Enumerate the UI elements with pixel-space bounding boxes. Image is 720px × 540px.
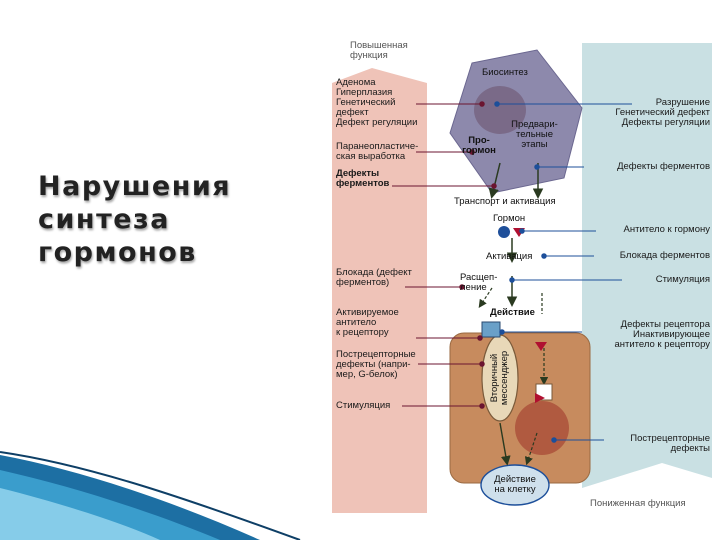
right-label-enzyme-defects: Дефекты ферментов [617,161,710,172]
title-line-2: синтеза [38,204,170,235]
left-label-paraneoplastic: Паранеопластиче- ская выработка [336,141,419,162]
label-action: Действие [490,307,535,318]
label-preliminary-stages: Предвари- тельные этапы [511,119,558,150]
hormone-disorders-figure: Повышенная функция Пониженная функция Би… [332,38,712,513]
inhibitor-marker [535,393,545,403]
right-label-hormone-antibody: Антитело к гормону [623,224,710,235]
left-label-postreceptor: Пострецепторные дефекты (напри- мер, G-б… [336,349,416,380]
right-label-enzyme-blockade: Блокада ферментов [619,250,710,261]
right-label-destruction: Разрушение Генетический дефект Дефекты р… [615,97,710,128]
decreased-function-band [582,43,712,488]
increased-function-caption: Повышенная функция [350,40,408,61]
left-label-stimulation: Стимуляция [336,400,391,411]
right-label-postreceptor: Пострецепторные дефекты [630,433,710,454]
slide-title: Нарушения синтеза гормонов [38,170,288,269]
label-hormone: Гормон [493,213,526,224]
label-activation: Активация [486,251,533,262]
label-cell-action: Действие на клетку [494,474,536,495]
title-line-1: Нарушения [38,171,232,202]
left-label-adenoma: Аденома Гиперплазия Генетический дефект … [336,77,418,128]
cell-action-ellipse [480,464,550,506]
title-line-3: гормонов [38,237,197,268]
label-cleavage: Расщеп- ление [460,272,498,293]
figure-drawing [332,43,712,513]
receptor [481,321,501,338]
left-label-blockade: Блокада (дефект ферментов) [336,267,412,288]
label-prohormone: Про- гормон [462,135,496,156]
right-label-receptor-defects: Дефекты рецептора Инактивирующее антител… [614,319,710,350]
increased-function-band [332,68,427,513]
decreased-function-caption: Пониженная функция [590,498,686,509]
target-nucleus [515,401,569,455]
label-second-messenger: Вторичный мессенджер [489,350,510,406]
right-label-stimulation: Стимуляция [655,274,710,285]
label-transport-activation: Транспорт и активация [454,196,556,207]
antibody-marker-receptor [535,342,547,351]
left-label-enzyme-defects: Дефекты ферментов [336,168,390,189]
hormone-dot [498,226,510,238]
left-label-activating-antibody: Активируемое антитело к рецептору [336,307,399,338]
gland-nucleus [474,86,526,134]
label-biosynthesis: Биосинтез [482,67,528,78]
target-cell [449,332,591,484]
